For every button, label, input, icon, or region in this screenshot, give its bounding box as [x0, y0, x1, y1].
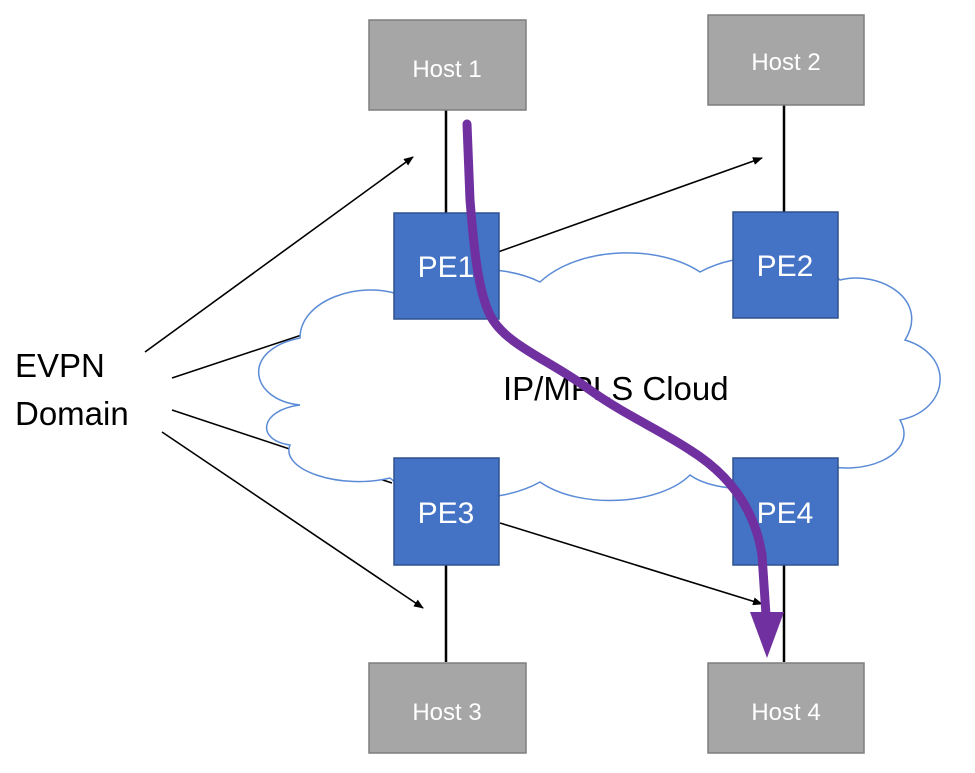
host-4-label: Host 4: [751, 699, 820, 726]
traffic-flow-arrowhead: [750, 612, 784, 658]
host-1-label: Host 1: [412, 56, 481, 83]
host-2-label: Host 2: [751, 49, 820, 76]
host-4: Host 4: [707, 662, 865, 754]
host-2: Host 2: [707, 14, 865, 106]
pe-3-label: PE3: [418, 497, 475, 530]
host-1: Host 1: [368, 19, 527, 111]
host-3: Host 3: [368, 662, 527, 754]
traffic-flow-path: [462, 119, 771, 620]
pe-3: PE3: [393, 457, 500, 566]
domain-arrow-host1: [144, 156, 414, 353]
pe-4-label: PE4: [757, 497, 814, 530]
pe-2: PE2: [732, 211, 839, 319]
pe-2-label: PE2: [757, 250, 814, 283]
pe-1-label: PE1: [418, 251, 475, 284]
arrow-pe3-to-host4: [499, 522, 763, 606]
evpn-domain-label-line1: EVPN: [15, 347, 105, 384]
domain-arrow-host3: [161, 431, 424, 609]
cloud-label: IP/MPLS Cloud: [503, 370, 729, 407]
arrow-pe1-to-host2: [497, 157, 763, 253]
host-3-label: Host 3: [412, 699, 481, 726]
evpn-domain-label-line2: Domain: [15, 395, 129, 432]
